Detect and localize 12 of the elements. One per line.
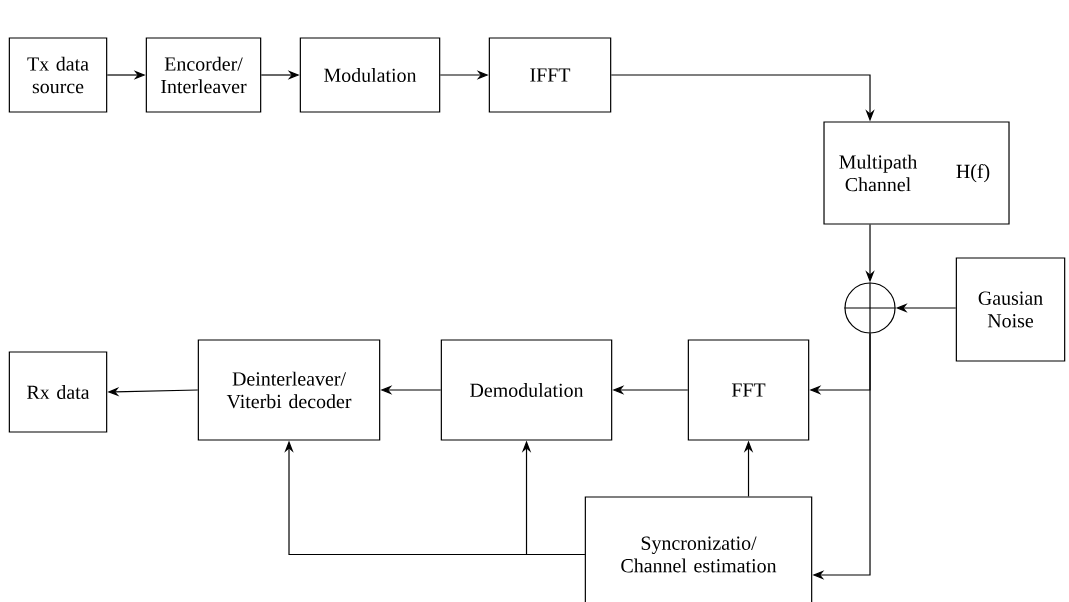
process-box: Modulation <box>299 37 441 113</box>
process-box: Encorder/ Interleaver <box>145 37 262 113</box>
process-box: IFFT <box>488 37 612 113</box>
summing-junction <box>843 281 897 335</box>
process-box: Deinterleaver/ Viterbi decoder <box>197 339 381 441</box>
process-box: Demodulation <box>440 339 613 441</box>
process-box: Syncronizatio/ Channel estimation <box>584 496 813 602</box>
process-box: FFT <box>687 339 810 441</box>
process-box: Gausian Noise <box>955 257 1066 362</box>
process-box: Rx data <box>8 351 108 433</box>
process-box: Tx data source <box>8 37 108 113</box>
process-box: Multipath Channel H(f) <box>823 121 1010 225</box>
